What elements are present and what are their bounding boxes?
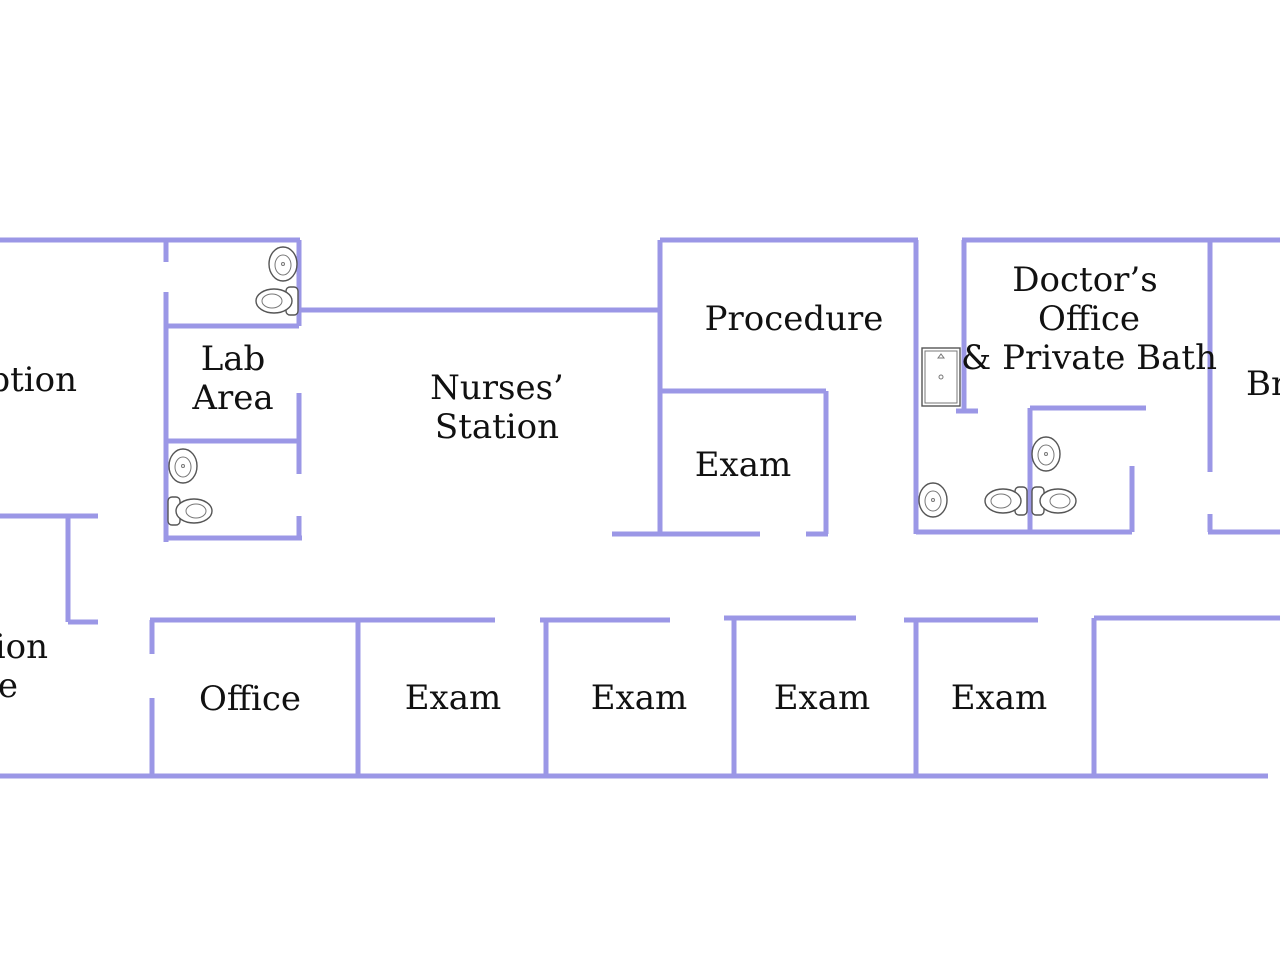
room-labels: ption Lab Area Nurses’ Station Procedure… [0, 260, 1280, 719]
exam-4-label: Exam [951, 678, 1048, 718]
doctors-office-label-line2: Office [1038, 299, 1140, 339]
lab-area-label-line2: Area [191, 378, 273, 418]
shower-icon [921, 347, 961, 407]
nurses-station-label-line2: Station [435, 407, 559, 447]
exam-upper-label: Exam [695, 445, 792, 485]
exam-3-label: Exam [774, 678, 871, 718]
left-lower-label-line2: e [0, 666, 18, 706]
sink-icon [268, 246, 298, 282]
left-lower-label-line1: ion [0, 627, 48, 667]
lab-area-label-line1: Lab [201, 339, 266, 379]
toilet-icon [255, 286, 299, 316]
sink-icon [918, 482, 948, 518]
exam-2-label: Exam [591, 678, 688, 718]
procedure-label: Procedure [705, 299, 884, 339]
office-label: Office [199, 679, 301, 719]
nurses-station-label-line1: Nurses’ [430, 368, 564, 408]
reception-label: ption [0, 360, 77, 400]
toilet-icon [167, 496, 213, 526]
sink-icon [168, 448, 198, 484]
sink-icon [1031, 436, 1061, 472]
toilet-icon [984, 486, 1028, 516]
walls [0, 237, 1280, 779]
exam-1-label: Exam [405, 678, 502, 718]
break-room-label: Br [1246, 364, 1280, 404]
fixtures [167, 246, 1077, 526]
doctors-office-label-line1: Doctor’s [1012, 260, 1157, 300]
doctors-office-label-line3: & Private Bath [961, 338, 1217, 378]
toilet-icon [1031, 486, 1077, 516]
